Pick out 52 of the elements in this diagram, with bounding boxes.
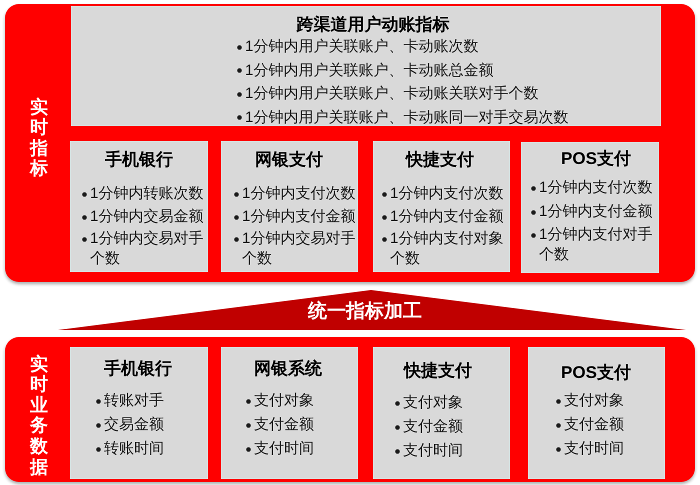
- bullet-item: 1分钟内支付金额: [390, 206, 504, 226]
- category-box: [373, 141, 510, 272]
- category-box: [70, 141, 208, 272]
- bullet-item: 1分钟内用户关联账户、卡动账总金额: [245, 60, 494, 81]
- category-box: [221, 347, 358, 479]
- bullet-item: 1分钟内交易对手个数: [90, 229, 204, 269]
- category-box: [373, 347, 510, 479]
- category-box: [70, 347, 208, 479]
- box-heading: 快捷支付: [404, 360, 472, 382]
- bullet-item: 支付时间: [403, 441, 463, 461]
- bullet-item: 1分钟内支付次数: [539, 178, 652, 198]
- box-heading: 手机银行: [105, 149, 173, 171]
- bullet-item: 转账时间: [104, 439, 164, 459]
- bullet-item: 1分钟内用户关联账户、卡动账次数: [245, 37, 478, 58]
- category-box: [528, 347, 665, 479]
- box-heading: POS支付: [561, 148, 631, 170]
- bullet-item: 支付金额: [254, 415, 314, 435]
- box-heading: 跨渠道用户动账指标: [296, 14, 450, 36]
- bullet-item: 交易金额: [104, 415, 164, 435]
- bullet-item: 1分钟内交易对手个数: [242, 229, 356, 269]
- bullet-item: 支付时间: [564, 439, 624, 459]
- bullet-item: 1分钟内交易金额: [90, 206, 204, 226]
- box-heading: 网银系统: [254, 358, 322, 380]
- bullet-item: 1分钟内支付对象个数: [390, 229, 504, 269]
- bullet-item: 1分钟内支付金额: [242, 206, 356, 226]
- box-heading: 网银支付: [255, 149, 323, 171]
- bullet-item: 1分钟内用户关联账户、卡动账关联对手个数: [245, 84, 538, 104]
- section-panel: [5, 337, 695, 482]
- triangle-banner: [58, 290, 686, 330]
- box-heading: 快捷支付: [406, 149, 474, 171]
- bullet-item: 支付对象: [254, 391, 314, 411]
- category-box: [71, 6, 661, 126]
- bullet-item: 1分钟内转账次数: [90, 184, 204, 204]
- box-heading: POS支付: [561, 362, 631, 384]
- section-label: 实时指标: [30, 96, 48, 180]
- bullet-item: 1分钟内支付次数: [242, 184, 356, 204]
- bullet-item: 支付金额: [564, 415, 624, 435]
- bullet-item: 1分钟内用户关联账户、卡动账同一对手交易次数: [245, 108, 568, 128]
- bullet-item: 1分钟内支付次数: [390, 184, 504, 204]
- bullet-item: 支付金额: [403, 417, 463, 437]
- bullet-item: 支付时间: [254, 439, 314, 459]
- bullet-item: 1分钟内支付金额: [539, 202, 652, 222]
- banner-label: 统一指标加工: [308, 300, 422, 324]
- box-heading: 手机银行: [104, 358, 172, 380]
- bullet-item: 转账对手: [104, 391, 164, 411]
- category-box: [521, 142, 659, 273]
- section-panel: [5, 4, 695, 282]
- section-label: 实时业务数据: [30, 354, 48, 478]
- bullet-item: 1分钟内支付对手个数: [539, 225, 654, 265]
- bullet-item: 支付对象: [403, 393, 463, 413]
- category-box: [221, 141, 358, 272]
- bullet-item: 支付对象: [564, 391, 624, 411]
